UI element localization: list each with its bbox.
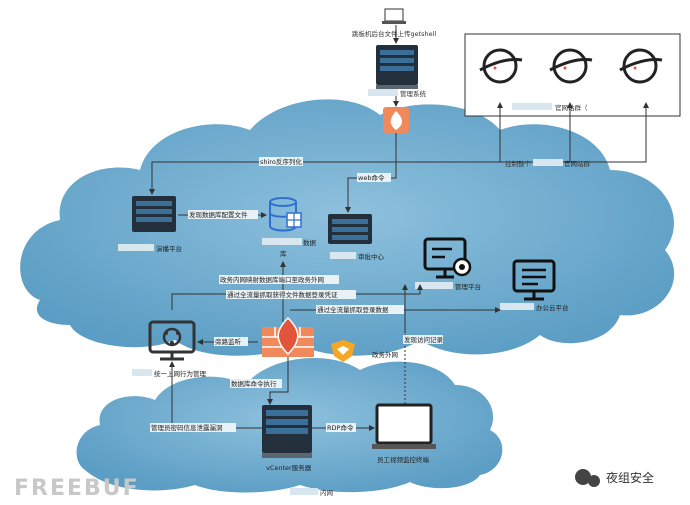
planet-icon [549, 48, 593, 84]
lib-label: 库 [280, 249, 287, 258]
firewall-icon [262, 316, 314, 357]
gov-inner-label: 政务内网映射数据库端口至政务外网 [220, 275, 324, 284]
platform-server-icon [132, 196, 176, 232]
label-bg [214, 337, 248, 346]
blurred-text [132, 369, 152, 376]
control-label: 控制整个 [505, 159, 532, 168]
web-cmd-label: web命令 [358, 173, 385, 182]
top-note: 跳板机后台文件上传getshell [352, 29, 436, 38]
behavior-mgmt-icon [148, 320, 196, 361]
wechat-label: 夜组安全 [606, 470, 654, 485]
db-cmd-label: 数据库命令执行 [231, 379, 277, 388]
blurred-text [118, 244, 154, 251]
platform-label: 演播平台 [156, 244, 182, 253]
label-bg [316, 305, 404, 314]
database-icon [269, 197, 302, 232]
blurred-text [512, 103, 552, 110]
mgmt-pwd-label: 管理员密码信息泄露漏洞 [151, 423, 223, 432]
blurred-text [415, 282, 453, 289]
label-bg [357, 173, 391, 182]
vcenter-server-icon [262, 405, 312, 458]
arrow-shiro [149, 161, 396, 195]
access-log-label: 发现访问记录 [404, 335, 444, 344]
bypass-label: 旁路监听 [215, 337, 242, 346]
gov-outer-label: 政务外网 [372, 350, 398, 359]
blurred-text [290, 488, 318, 495]
label-bg [230, 379, 282, 388]
label-bg [150, 423, 236, 432]
shiro-label: shiro反序列化 [260, 157, 302, 166]
blurred-text [368, 89, 398, 96]
arrow-db-cmd [267, 357, 289, 405]
planet-icon [479, 48, 523, 84]
terminal-monitor-icon [372, 403, 436, 449]
data-label: 数据 [303, 238, 317, 247]
official-site-label: 官网站群 [564, 159, 591, 168]
mgmt-platform-label: 管理平台 [455, 282, 481, 291]
mgmt-system-label: 管理系统 [400, 89, 427, 98]
db-config-label: 发现数据库配置文件 [189, 210, 248, 219]
label-bg [326, 423, 356, 432]
rdp-label: RDP命令 [327, 423, 354, 432]
label-bg [403, 335, 443, 344]
inner-net-label: 内网 [320, 488, 333, 497]
watermark: FREEBUF [14, 476, 140, 501]
label-bg [188, 210, 258, 219]
flow-capture-label: 通过全流量抓取获得文件数据登录凭证 [227, 290, 338, 299]
office-cloud-label: 办公云平台 [536, 303, 569, 312]
blurred-text [330, 252, 356, 259]
shield-icon [331, 340, 355, 362]
approve-center-label: 审批中心 [358, 252, 385, 261]
blurred-text [262, 238, 302, 245]
staff-term-label: 员工视频监控终端 [377, 455, 430, 464]
blurred-text [533, 159, 563, 166]
mgmt-server-icon [376, 45, 418, 89]
label-bg [219, 275, 339, 284]
approve-server-icon [328, 214, 372, 244]
label-bg [226, 290, 356, 299]
vcenter-label: vCenter服务器 [266, 463, 312, 472]
label-bg [259, 157, 303, 166]
behavior-mgmt-label: 统一上网行为管理 [154, 369, 207, 378]
wechat-icon [575, 469, 600, 487]
firewall-icon [383, 107, 409, 133]
flow-capture2-label: 通过全流量抓取登录数据 [317, 305, 389, 314]
monitor-gear-icon [423, 237, 472, 279]
planet-icon [619, 48, 663, 84]
monitor-icon [512, 259, 556, 301]
site-cluster-label: 官网站群（ [555, 103, 588, 112]
blurred-text [500, 303, 534, 310]
laptop-icon [382, 8, 406, 24]
